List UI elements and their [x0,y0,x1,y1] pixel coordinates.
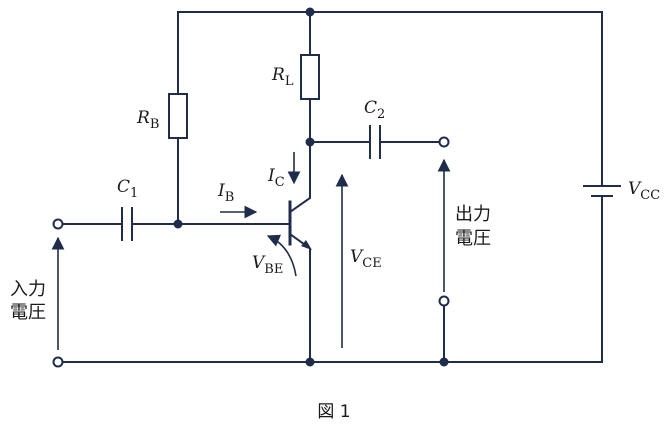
collector-wire [288,141,311,214]
output-voltage-label-line1: 出力 [455,204,491,225]
label-ic: IC [267,166,285,190]
input-voltage-label-line1: 入力 [10,279,46,300]
output-voltage-label-line2: 電圧 [455,228,491,249]
output-terminal-bottom [438,295,450,307]
junction-emitter-ground-dot [305,357,315,367]
resistor-rb [168,93,188,139]
vbe-arrow [266,234,297,277]
junction-output-ground-dot [439,357,449,367]
junction-top-dot [305,7,315,17]
label-ib: IB [217,181,234,205]
junction-collector-dot [305,137,315,147]
figure-caption: 図 1 [317,402,350,422]
label-rl: RL [271,65,294,89]
label-c2: C2 [364,98,385,122]
input-terminal-bottom [52,356,64,368]
input-terminal-top [52,218,64,230]
resistor-rl [300,54,320,100]
label-rb: RB [136,108,159,132]
input-voltage-label-line2: 電圧 [10,302,46,323]
output-terminal-top [438,136,450,148]
label-vcc: VCC [628,179,660,203]
emitter-arrow-icon [301,240,312,250]
label-vce: VCE [350,247,382,271]
label-c1: C1 [117,177,138,201]
junction-base-dot [173,219,183,229]
label-vbe: VBE [252,253,283,277]
